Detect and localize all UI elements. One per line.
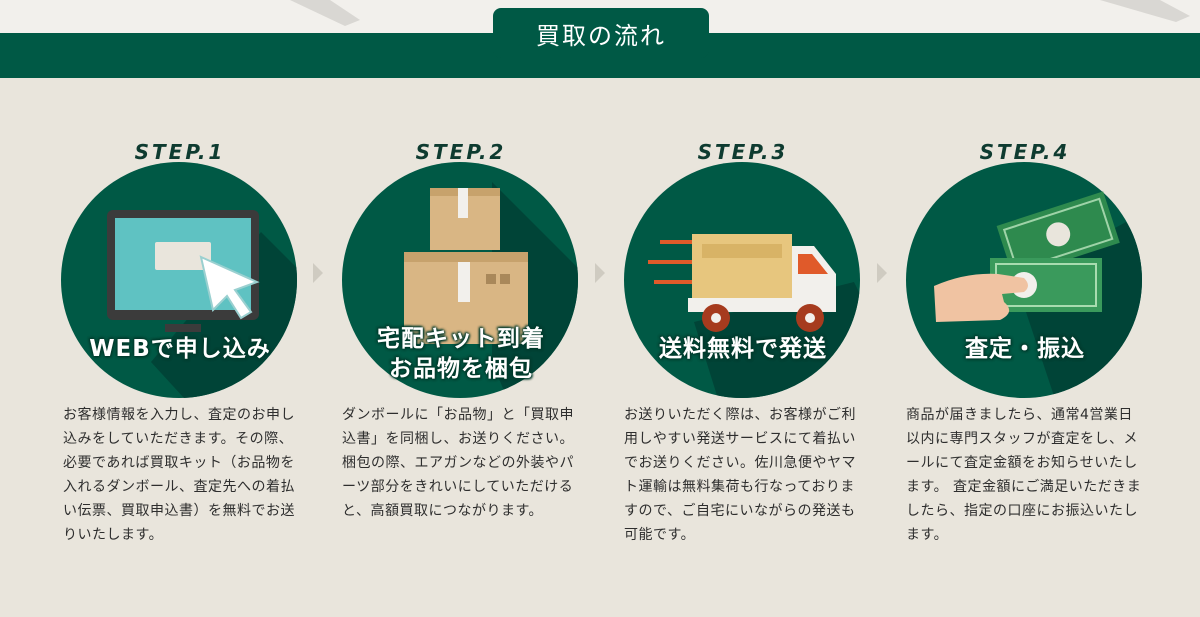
monitor-cursor-icon [107,210,260,332]
step-3: STEP.3 [618,125,868,595]
step-1-description: お客様情報を入力し、査定のお申し込みをしていただきます。その際、必要であれば買取… [63,407,295,543]
cardboard-boxes-icon [404,188,528,344]
hand-money-icon [934,191,1120,322]
chevron-right-icon [311,263,325,283]
step-1-title: WEBで申し込み [89,336,271,362]
chevron-right-icon [593,263,607,283]
step-2: STEP.2 [336,125,586,595]
step-4-description: 商品が届きましたら、通常4営業日以内に専門スタッフが査定をし、メールにて査定金額… [906,407,1142,543]
step-4-label: STEP.4 [980,140,1071,164]
step-2-label: STEP.2 [416,140,507,164]
step-4-badge: STEP.4 [900,135,1150,165]
step-1-badge: STEP.1 [55,135,305,165]
chevron-right-icon [875,263,889,283]
section-title-tab: 買取の流れ [493,8,709,58]
step-4-illustration [906,162,1142,398]
step-1: STEP.1 WEBで申し込み お客様情報を入力し、査定のお申し込みをし [55,125,305,595]
step-3-illustration [624,162,860,398]
delivery-truck-icon [648,234,836,332]
step-2-badge: STEP.2 [336,135,586,165]
step-3-title: 送料無料で発送 [659,336,827,362]
section-title: 買取の流れ [536,21,666,50]
step-2-title: 宅配キット到着 お品物を梱包 [336,324,586,384]
flow-steps: STEP.1 WEBで申し込み お客様情報を入力し、査定のお申し込みをし [0,125,1200,605]
step-3-description: お送りいただく際は、お客様がご利用しやすい発送サービスにて着払いでお送りください… [624,407,856,543]
step-2-illustration [342,162,578,398]
step-2-title-line1: 宅配キット到着 [377,326,545,352]
step-1-illustration [61,162,297,398]
step-2-title-line2: お品物を梱包 [389,356,533,382]
step-4-title: 査定・振込 [965,336,1085,362]
step-3-badge: STEP.3 [618,135,868,165]
step-1-label: STEP.1 [135,140,226,164]
step-3-label: STEP.3 [698,140,789,164]
step-4: STEP.4 [900,125,1150,595]
step-2-description: ダンボールに「お品物」と「買取申込書」を同梱し、お送りください。梱包の際、エアガ… [342,407,574,519]
